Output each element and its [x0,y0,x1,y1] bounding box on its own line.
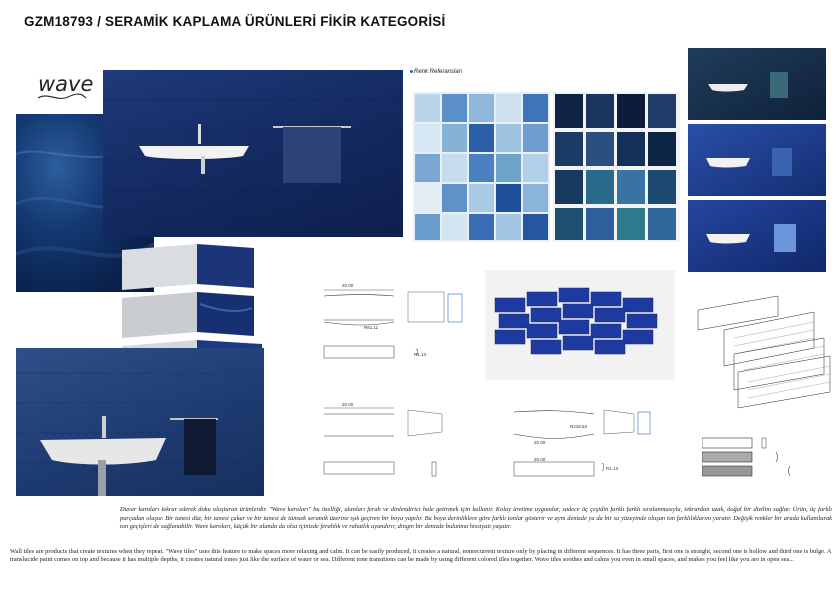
bathroom-render-main [103,70,403,237]
variant-render-blue [688,124,826,196]
technical-drawing-set-3 [484,404,664,484]
reference-bullet-icon [410,70,413,73]
color-reference-label: Renk Referansları [414,69,463,75]
dimension-radius-1: R61.11 [364,325,379,330]
variant-render-royal [688,200,826,272]
dimension-radius-3: R218.53 [570,424,588,429]
description-turkish: Duvar karoları tekrar ederek doku oluştu… [120,506,832,531]
color-reference-grid-dark [553,92,680,242]
dimension-radius-4: R1.13 [606,466,619,471]
tile-elevation-drawing [701,436,812,486]
dimension-radius-2: R1.13 [414,352,427,357]
description-english: Wall tiles are products that create text… [10,548,832,564]
dimension-width-2: 20.00 [342,402,354,407]
wave-swirl-icon [37,93,87,100]
color-reference-grid-light [413,92,550,242]
dimension-width-1: 20.00 [342,283,354,288]
wave-logo: wave [38,72,94,96]
wireframe-exploded-drawing [694,290,834,410]
bathroom-render-secondary [16,348,264,496]
page-title: GZM18793 / SERAMİK KAPLAMA ÜRÜNLERİ FİKİ… [24,14,446,29]
dimension-width-3: 20.00 [534,440,546,445]
variant-render-teal [688,48,826,120]
technical-drawing-set-1 [312,284,472,364]
dimension-width-4: 20.00 [534,457,546,462]
technical-drawing-set-2 [312,400,472,480]
tile-wall-render [485,270,675,380]
